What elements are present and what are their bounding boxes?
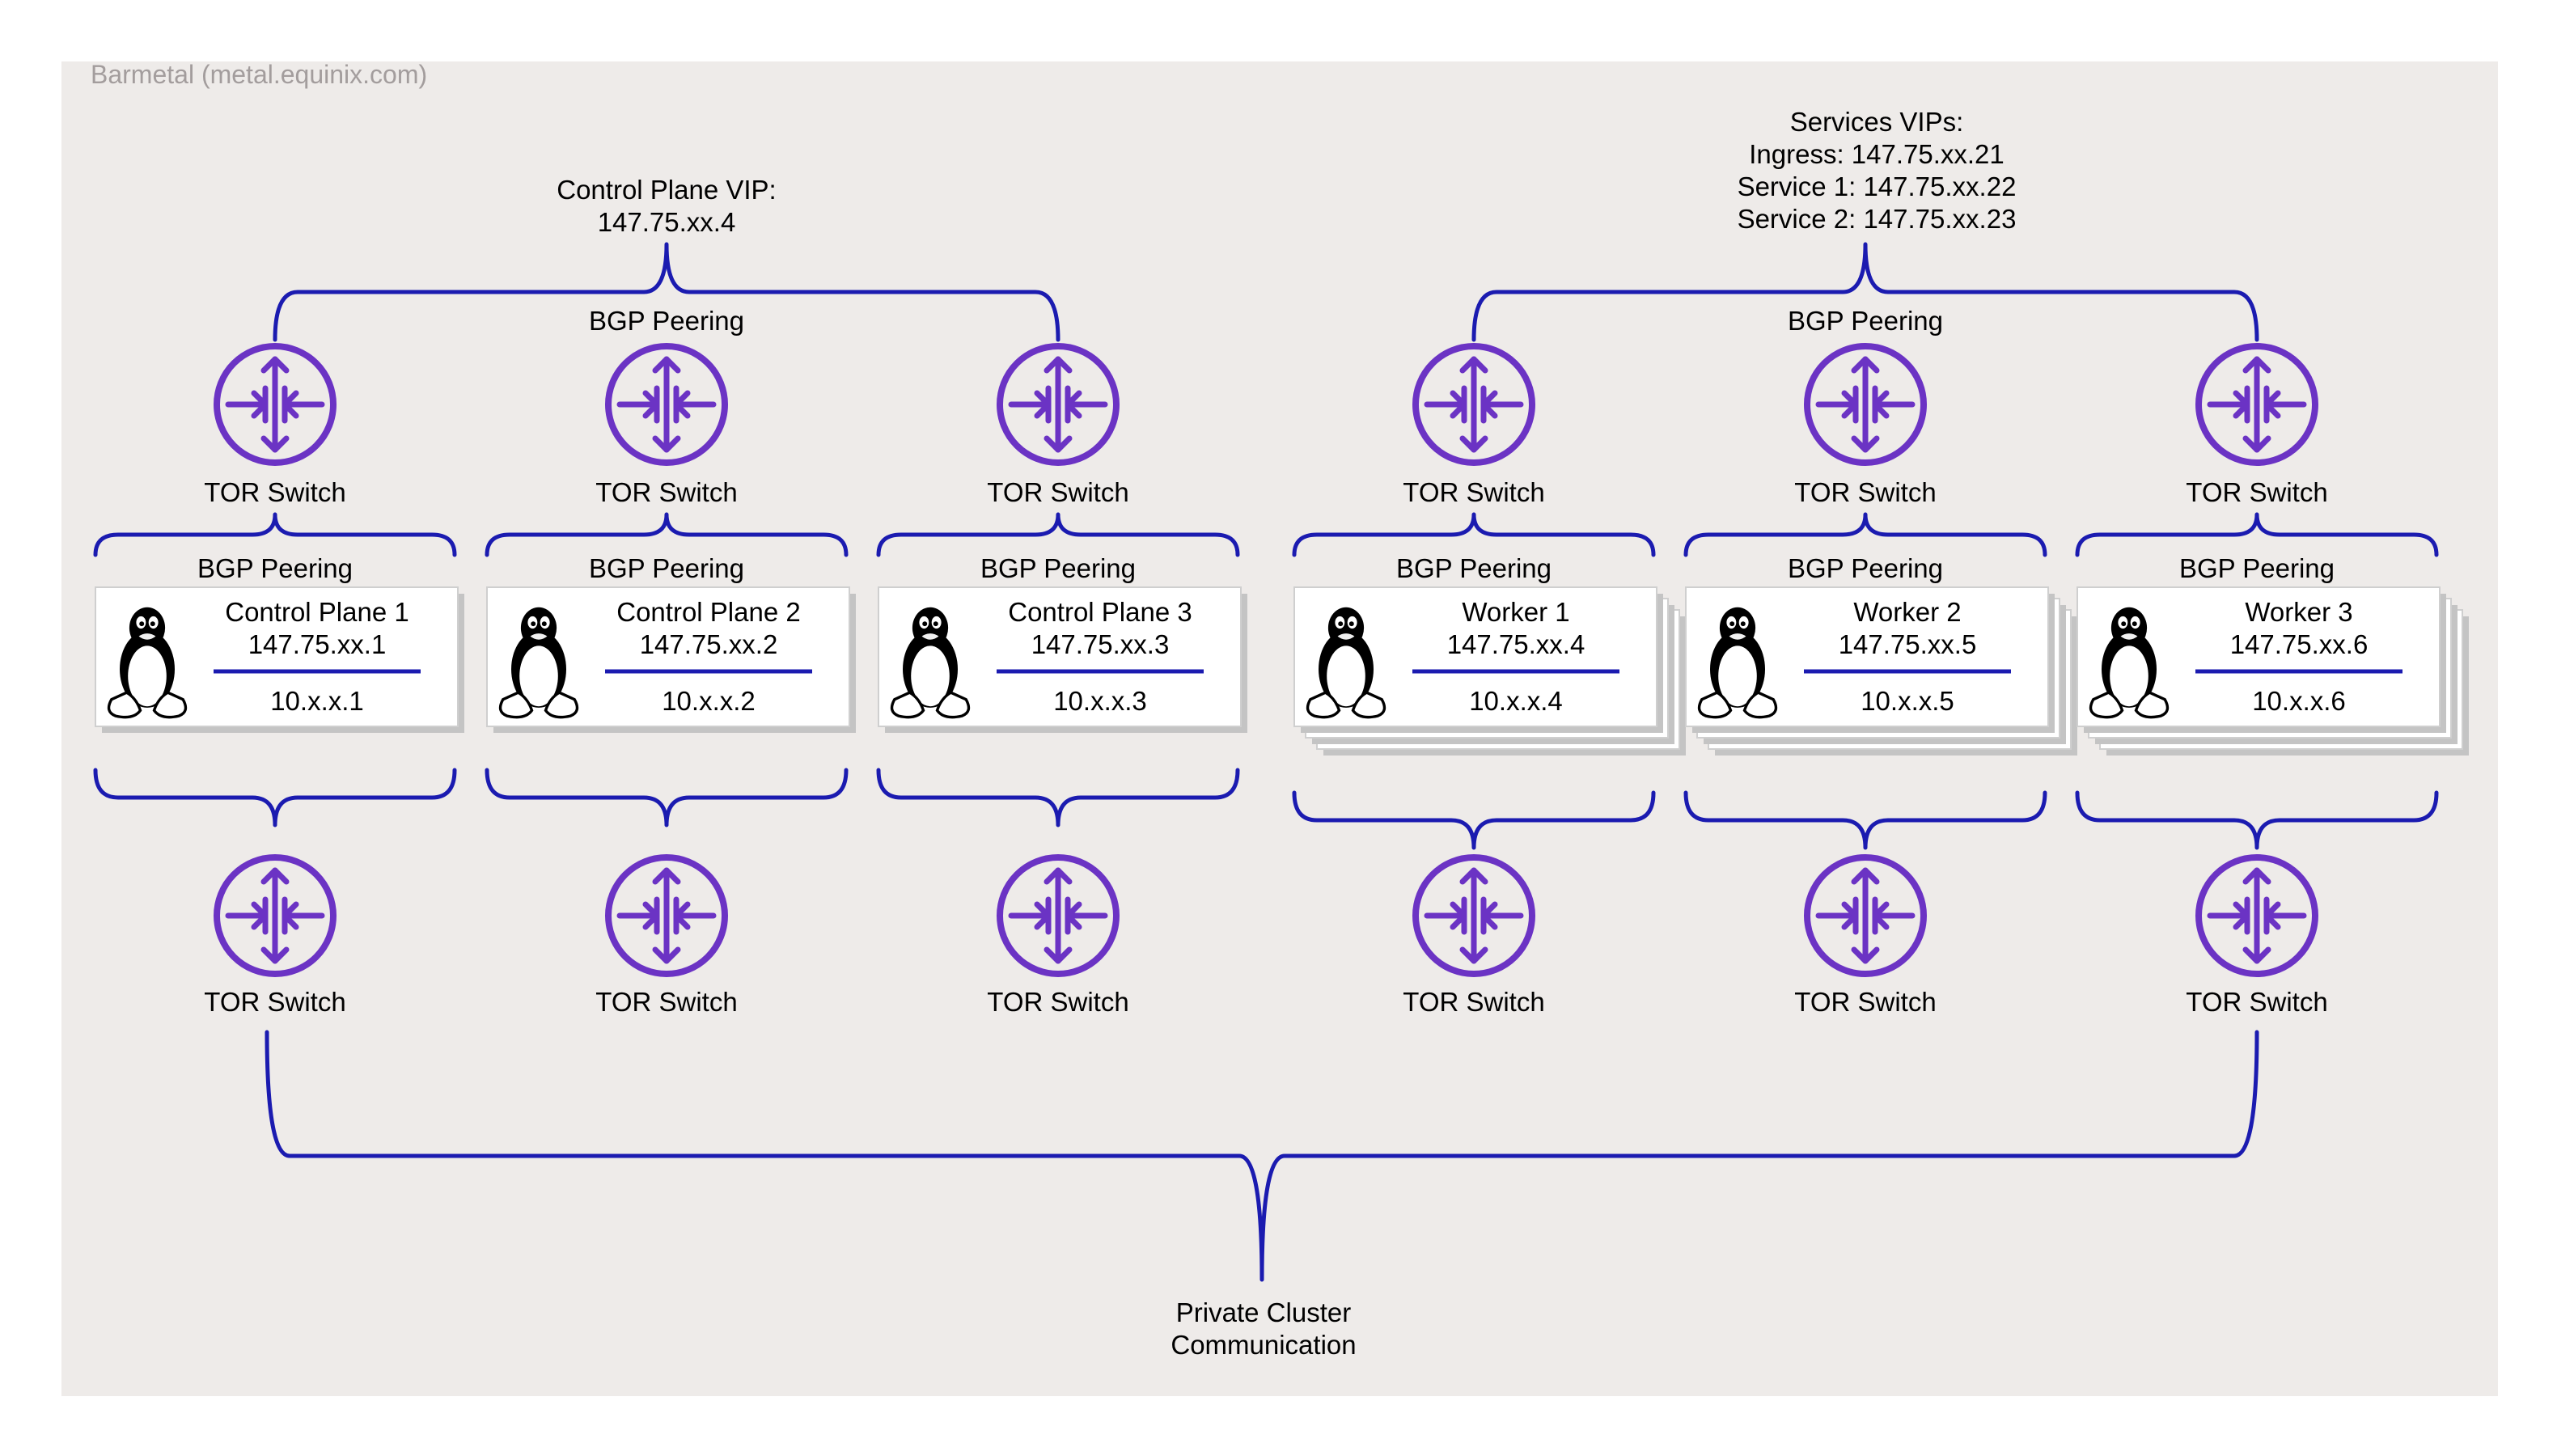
node-name: Control Plane 2 xyxy=(616,597,800,627)
tor-switch-icon xyxy=(608,346,725,463)
services-vip-label: Service 2: 147.75.xx.23 xyxy=(1738,204,2017,234)
node-name: Control Plane 3 xyxy=(1008,597,1192,627)
node-private-ip: 10.x.x.1 xyxy=(270,686,364,716)
tor-switch-icon xyxy=(1416,857,1532,974)
tor-switch-label: TOR Switch xyxy=(987,987,1128,1017)
panel-title: Barmetal (metal.equinix.com) xyxy=(91,60,427,89)
node-public-ip: 147.75.xx.6 xyxy=(2230,629,2369,659)
bgp-peering-label: BGP Peering xyxy=(589,553,744,583)
services-vip-label: Services VIPs: xyxy=(1790,107,1964,137)
tor-switch-icon xyxy=(1000,857,1116,974)
bgp-peering-brace xyxy=(2075,512,2439,557)
bgp-peering-label: BGP Peering xyxy=(1788,553,1943,583)
node-private-ip: 10.x.x.4 xyxy=(1469,686,1563,716)
node-private-ip: 10.x.x.5 xyxy=(1861,686,1954,716)
control-plane-vip-label: Control Plane VIP: xyxy=(557,175,776,205)
node-public-ip: 147.75.xx.1 xyxy=(248,629,387,659)
bgp-peering-label: BGP Peering xyxy=(1396,553,1552,583)
tor-switch-icon xyxy=(217,857,333,974)
control-plane-vip-label: 147.75.xx.4 xyxy=(598,207,736,237)
connection-braces xyxy=(93,242,2439,1282)
bgp-peering-brace xyxy=(93,512,457,557)
tor-switch-label: TOR Switch xyxy=(1794,477,1936,507)
tor-switch-label: TOR Switch xyxy=(204,987,345,1017)
node-name: Worker 3 xyxy=(2245,597,2352,627)
tor-switch-icon xyxy=(2199,346,2315,463)
private-cluster-label: Private Cluster xyxy=(1176,1297,1351,1327)
bgp-peering-brace xyxy=(1292,512,1656,557)
node-name: Control Plane 1 xyxy=(225,597,409,627)
private-network-brace xyxy=(93,768,457,827)
bgp-peering-label: BGP Peering xyxy=(980,553,1136,583)
node-public-ip: 147.75.xx.4 xyxy=(1447,629,1585,659)
node-private-ip: 10.x.x.3 xyxy=(1053,686,1147,716)
private-network-brace xyxy=(1292,790,1656,850)
node-private-ip: 10.x.x.2 xyxy=(662,686,756,716)
tor-switch-label: TOR Switch xyxy=(2186,987,2327,1017)
services-vip-label: Ingress: 147.75.xx.21 xyxy=(1749,139,2005,169)
tor-switch-icon xyxy=(217,346,333,463)
bgp-peering-brace xyxy=(1683,512,2047,557)
node-public-ip: 147.75.xx.2 xyxy=(640,629,778,659)
bgp-peering-label: BGP Peering xyxy=(2179,553,2335,583)
node-name: Worker 2 xyxy=(1853,597,1961,627)
tor-switch-label: TOR Switch xyxy=(1403,477,1544,507)
tor-switch-label: TOR Switch xyxy=(2186,477,2327,507)
tor-switch-label: TOR Switch xyxy=(595,477,737,507)
tor-switch-icon xyxy=(1807,857,1924,974)
tor-switch-label: TOR Switch xyxy=(1403,987,1544,1017)
private-network-brace xyxy=(485,768,849,827)
tor-switch-label: TOR Switch xyxy=(595,987,737,1017)
services-vip-label: Service 1: 147.75.xx.22 xyxy=(1738,171,2017,201)
node-public-ip: 147.75.xx.3 xyxy=(1031,629,1170,659)
bgp-peering-label: BGP Peering xyxy=(589,306,744,336)
node-private-ip: 10.x.x.6 xyxy=(2252,686,2346,716)
private-network-brace xyxy=(1683,790,2047,850)
tor-switch-icon xyxy=(1416,346,1532,463)
tor-switch-label: TOR Switch xyxy=(204,477,345,507)
tor-switch-icon xyxy=(1807,346,1924,463)
tor-switch-label: TOR Switch xyxy=(987,477,1128,507)
services-vip-brace xyxy=(1471,242,2259,342)
private-network-brace xyxy=(2075,790,2439,850)
private-cluster-brace xyxy=(265,1030,2259,1282)
tor-switch-icon xyxy=(2199,857,2315,974)
tor-switch-label: TOR Switch xyxy=(1794,987,1936,1017)
control-plane-vip-brace xyxy=(273,242,1060,342)
private-cluster-label: Communication xyxy=(1171,1330,1356,1360)
tor-switch-icon xyxy=(1000,346,1116,463)
bgp-peering-label: BGP Peering xyxy=(1788,306,1943,336)
node-name: Worker 1 xyxy=(1462,597,1569,627)
bgp-peering-brace xyxy=(485,512,849,557)
cluster-nodes: Control Plane 1147.75.xx.110.x.x.1Contro… xyxy=(95,586,2469,756)
private-network-brace xyxy=(876,768,1240,827)
node-public-ip: 147.75.xx.5 xyxy=(1839,629,1977,659)
bgp-peering-label: BGP Peering xyxy=(197,553,353,583)
bgp-peering-brace xyxy=(876,512,1240,557)
tor-switch-icon xyxy=(608,857,725,974)
